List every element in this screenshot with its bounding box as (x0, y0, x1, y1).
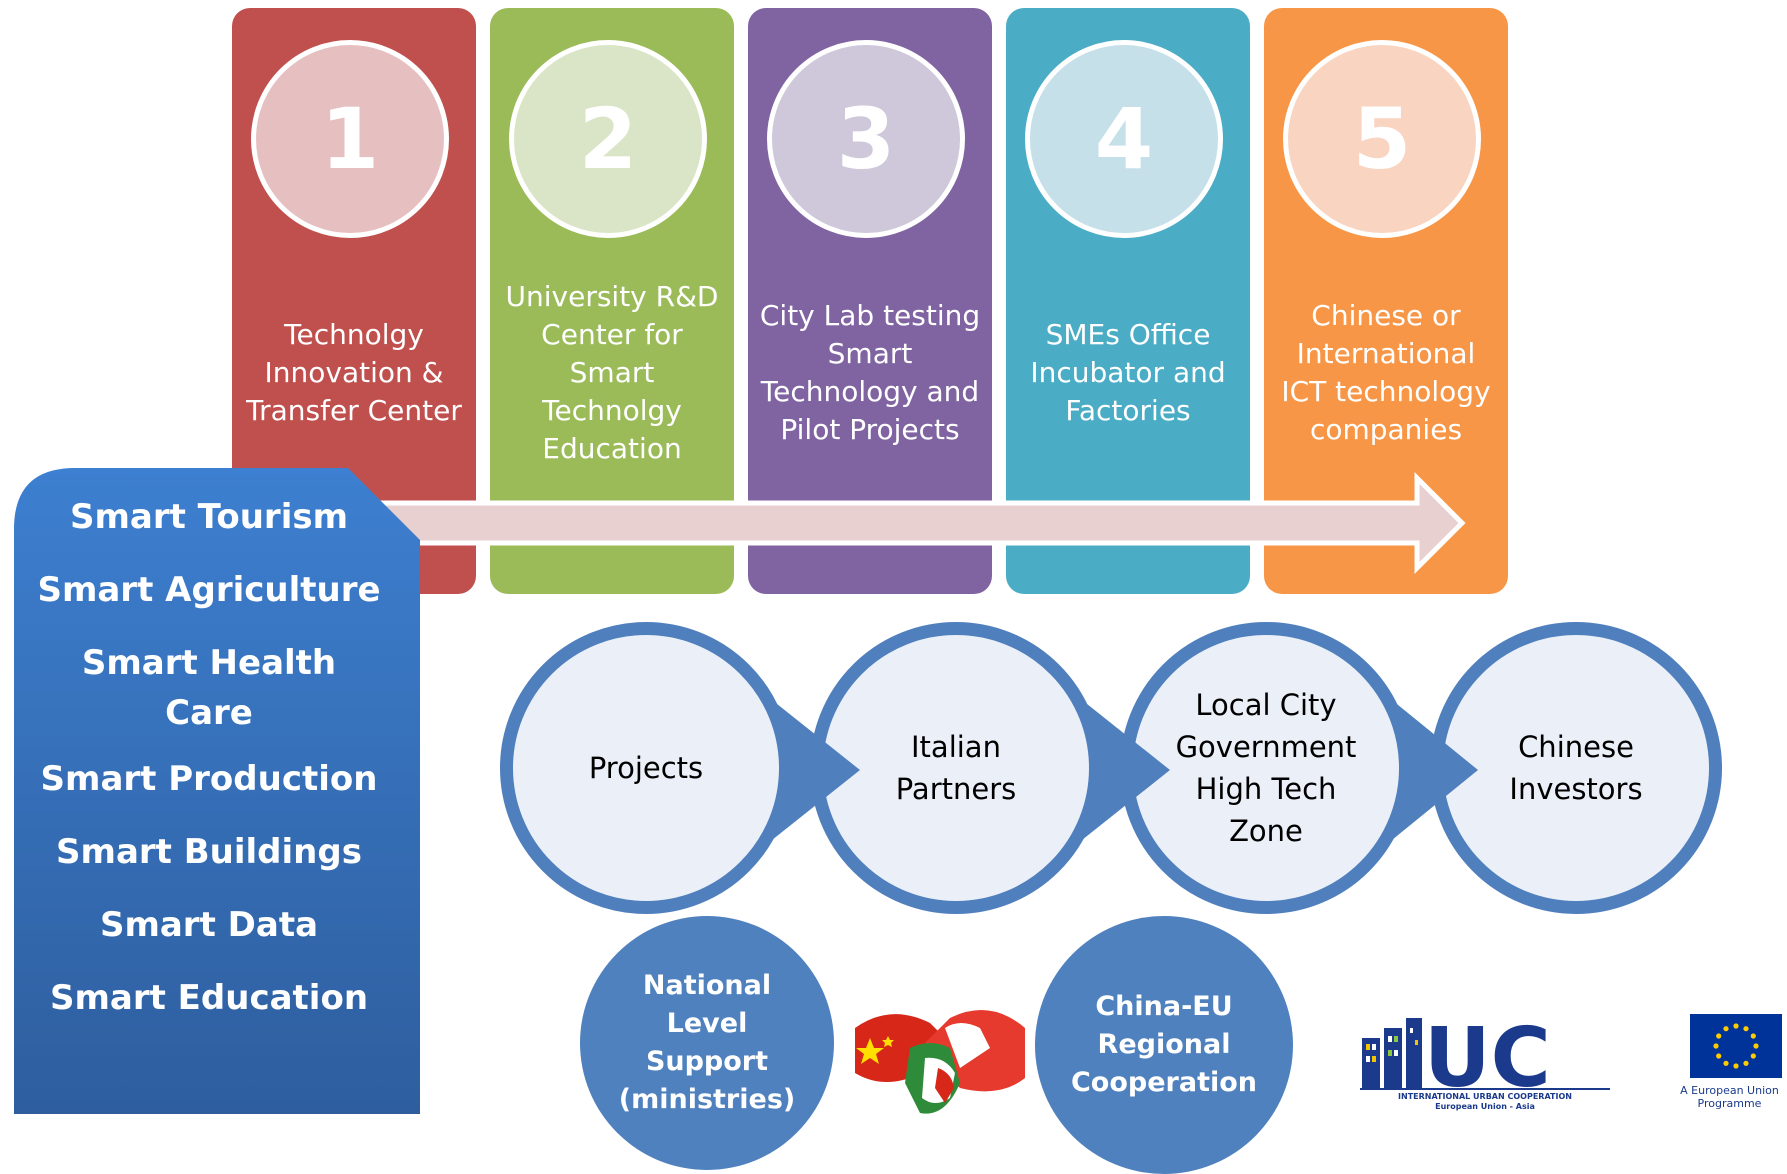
step-label-line: Education (542, 432, 682, 465)
eu-star (1723, 1060, 1729, 1066)
eu-star (1743, 1060, 1749, 1066)
flow-circle-line: High Tech (1195, 772, 1337, 806)
step-label-line: Smart (827, 337, 913, 370)
support-line: Level (666, 1008, 748, 1039)
step-label-line: International (1296, 337, 1476, 370)
eu-star (1713, 1043, 1719, 1049)
iuc-subtitle: INTERNATIONAL URBAN COOPERATION European… (1360, 1092, 1610, 1112)
iuc-subtitle-2: European Union - Asia (1435, 1102, 1535, 1111)
iuc-logo: UC (1360, 1011, 1610, 1090)
eu-star (1750, 1033, 1756, 1039)
flow-circle-line: Chinese (1518, 730, 1634, 764)
support-line: China-EU (1095, 991, 1233, 1022)
flow-circle-line: Zone (1229, 814, 1303, 848)
step-label-line: ICT technology (1281, 375, 1491, 408)
smart-sector-item: Smart Tourism (14, 492, 404, 542)
smart-sector-item: Smart Education (14, 973, 404, 1023)
flow-circle-line: Projects (588, 751, 704, 785)
step-label-line: Factories (1065, 394, 1191, 427)
flow-circle-line: Government (1175, 730, 1357, 764)
smart-sector-line: Smart Buildings (56, 832, 362, 872)
step-label-line: Technolgy (284, 318, 424, 351)
eu-caption-2: Programme (1697, 1097, 1762, 1110)
step-label-line: Pilot Projects (780, 413, 960, 446)
step-label-line: Transfer Center (246, 394, 462, 427)
step-label-line: Innovation & (264, 356, 444, 389)
step-label-line: Center for (541, 318, 683, 351)
iuc-letters: UC (1424, 1011, 1551, 1090)
step-number-circle: 1 (251, 40, 449, 238)
step-number-circle: 2 (509, 40, 707, 238)
eu-star (1716, 1053, 1722, 1059)
step-label-line: Smart (569, 356, 655, 389)
step-label-line: Chinese or (1311, 299, 1461, 332)
eu-caption: A European Union Programme (1672, 1084, 1787, 1110)
smart-sector-line: Smart Education (49, 978, 369, 1018)
smart-sector-line: Smart Production (40, 759, 378, 799)
eu-star (1733, 1063, 1739, 1069)
smart-sector-line: Smart Tourism (69, 497, 349, 537)
support-line: Cooperation (1070, 1067, 1258, 1098)
flow-circle-line: Investors (1509, 772, 1643, 806)
smart-sector-line: Smart Data (99, 905, 319, 945)
eu-star (1733, 1023, 1739, 1029)
flow-circle-line: Local City (1195, 688, 1337, 722)
smart-sector-item: Smart Agriculture (14, 565, 404, 615)
step-number: 5 (1352, 90, 1412, 188)
smart-sector-item: Smart Production (14, 754, 404, 804)
step-number: 4 (1094, 90, 1154, 188)
smart-sector-line: Smart Health (81, 643, 337, 683)
eu-star (1716, 1033, 1722, 1039)
eu-star (1753, 1043, 1759, 1049)
step-label-line: Technology and (760, 375, 980, 408)
step-number: 2 (578, 90, 638, 188)
smart-sector-line: Smart Agriculture (37, 570, 381, 610)
eu-caption-1: A European Union (1680, 1084, 1779, 1097)
step-label-line: Incubator and (1030, 356, 1226, 389)
handshake-icon (855, 1010, 1025, 1114)
eu-star (1750, 1053, 1756, 1059)
step-label-line: companies (1309, 413, 1463, 446)
iuc-subtitle-1: INTERNATIONAL URBAN COOPERATION (1398, 1092, 1572, 1101)
step-label-line: SMEs Office (1045, 318, 1211, 351)
eu-flag-icon (1690, 1014, 1782, 1078)
support-line: (ministries) (618, 1084, 796, 1115)
smart-sector-line: Care (165, 693, 253, 733)
smart-sector-item: Smart Buildings (14, 827, 404, 877)
flow-circle-1: Projects (500, 622, 792, 914)
flow-circle-line: Partners (895, 772, 1017, 806)
step-label-line: Technolgy (542, 394, 682, 427)
step-number-circle: 3 (767, 40, 965, 238)
support-line: National (642, 970, 772, 1001)
support-line: Regional (1097, 1029, 1231, 1060)
support-line: Support (645, 1046, 769, 1077)
step-number: 1 (320, 90, 380, 188)
step-label-line: University R&D (505, 280, 719, 313)
step-number-circle: 5 (1283, 40, 1481, 238)
step-label-line: City Lab testing (759, 299, 981, 332)
smart-sector-item: Smart Data (14, 900, 404, 950)
eu-star (1743, 1026, 1749, 1032)
step-number: 3 (836, 90, 896, 188)
flow-circle-line: Italian (911, 730, 1001, 764)
step-number-circle: 4 (1025, 40, 1223, 238)
eu-star (1723, 1026, 1729, 1032)
